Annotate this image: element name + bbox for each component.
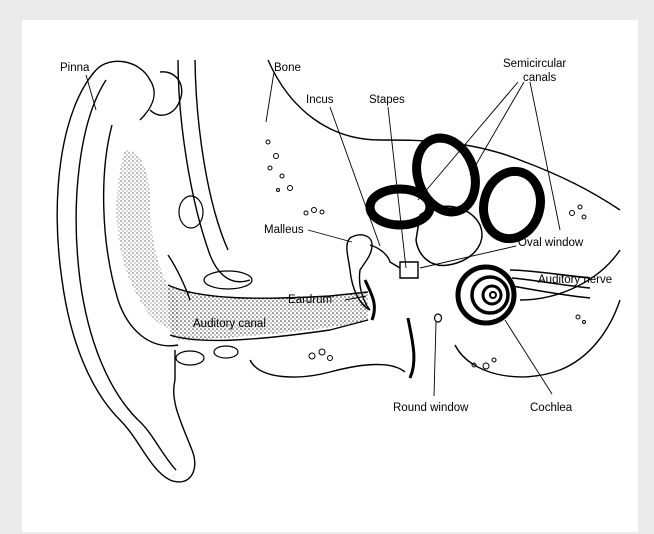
pinna <box>57 61 195 482</box>
label-cochlea: Cochlea <box>530 402 573 414</box>
stapes-bone <box>400 262 418 278</box>
label-oval-window: Oval window <box>518 237 584 249</box>
label-eardrum: Eardrum <box>288 294 332 306</box>
bone-pores <box>266 140 586 369</box>
cochlea <box>458 267 514 323</box>
auditory-canal <box>168 196 368 365</box>
round-window <box>435 314 442 322</box>
label-malleus: Malleus <box>264 224 304 236</box>
label-semicircular-line2: canals <box>523 72 556 84</box>
label-auditory-nerve: Auditory nerve <box>538 274 612 286</box>
tympanic-cavity-wall <box>408 318 414 378</box>
label-bone: Bone <box>274 62 301 74</box>
label-semicircular-line1: Semicircular <box>503 58 566 70</box>
label-incus: Incus <box>306 94 334 106</box>
label-round-window: Round window <box>393 402 469 414</box>
label-auditory-canal: Auditory canal <box>193 318 266 330</box>
label-pinna: Pinna <box>60 62 90 74</box>
incus-bone <box>370 245 400 268</box>
label-stapes: Stapes <box>369 94 405 106</box>
